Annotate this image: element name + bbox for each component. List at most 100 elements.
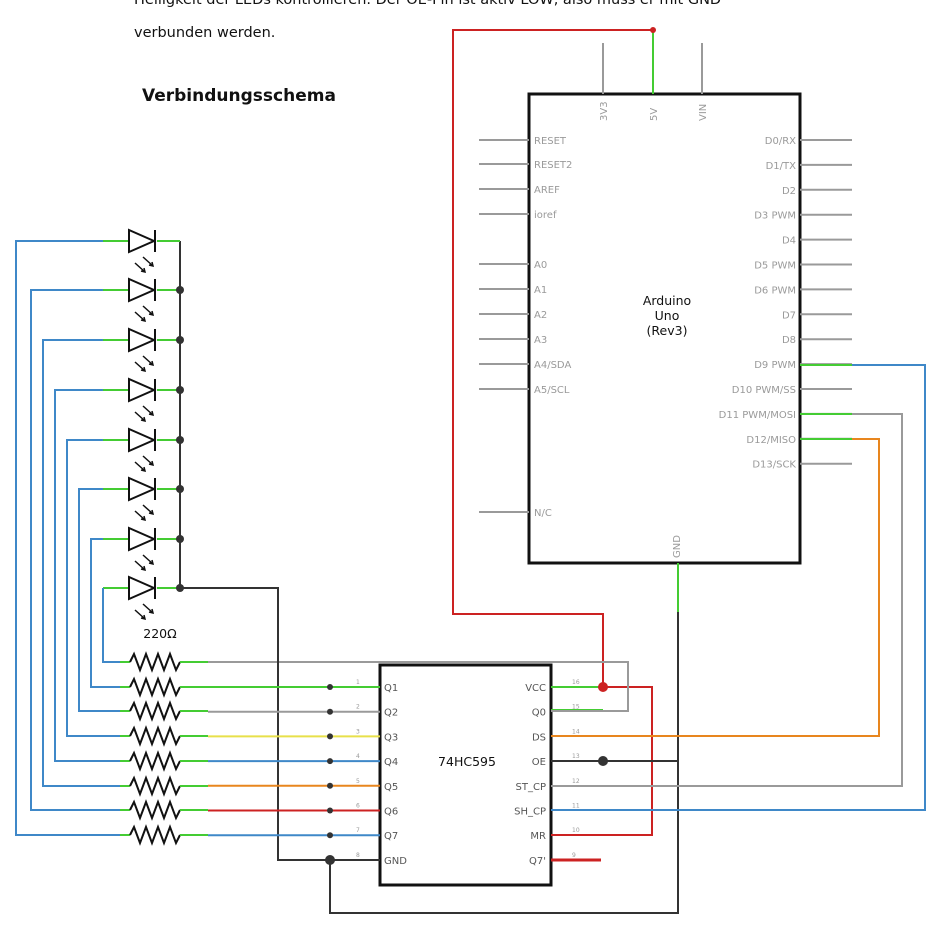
led-light-arrows bbox=[134, 256, 155, 274]
arduino-pin-label-a5-scl: A5/SCL bbox=[534, 385, 570, 396]
arduino-pin-label-5v: 5V bbox=[649, 108, 660, 121]
arduino-pin-label-d9-pwm: D9 PWM bbox=[754, 360, 796, 371]
led-symbol bbox=[128, 526, 157, 552]
junction-oe bbox=[598, 756, 608, 766]
arduino-pin-label-d13-sck: D13/SCK bbox=[752, 460, 796, 471]
shift-pin-label-q7-: Q7' bbox=[529, 856, 546, 867]
arduino-pin-label-d10-pwm-ss: D10 PWM/SS bbox=[732, 385, 796, 396]
junction-led-ground bbox=[176, 286, 184, 294]
shift-pin-number: 7 bbox=[356, 827, 360, 834]
shift-pin-label-q0: Q0 bbox=[532, 708, 546, 719]
shift-pin-number: 8 bbox=[356, 852, 360, 859]
shift-pin-number: 11 bbox=[572, 803, 580, 810]
junction-q2 bbox=[327, 708, 333, 715]
arduino-pin-label-3v3: 3V3 bbox=[599, 101, 610, 121]
shift-pin-number: 1 bbox=[356, 679, 360, 686]
arduino-name-line-3: (Rev3) bbox=[647, 323, 688, 338]
led-symbol bbox=[128, 228, 157, 254]
led-light-arrows bbox=[134, 405, 155, 423]
shift-pin-number: 5 bbox=[356, 778, 360, 785]
arduino-pin-label-vin: VIN bbox=[698, 104, 709, 121]
arduino-pin-label-d12-miso: D12/MISO bbox=[746, 435, 796, 446]
resistor-symbol bbox=[129, 799, 181, 821]
resistor-symbol bbox=[129, 700, 181, 722]
arduino-pin-label-n-c: N/C bbox=[534, 508, 552, 519]
arduino-pin-label-d1-tx: D1/TX bbox=[766, 161, 797, 172]
led-light-arrows bbox=[134, 355, 155, 373]
junction-led-ground bbox=[176, 485, 184, 493]
arduino-pin-label-a1: A1 bbox=[534, 285, 547, 296]
arduino-pin-label-d8: D8 bbox=[782, 335, 796, 346]
led-light-arrows bbox=[134, 554, 155, 572]
junction-led-ground bbox=[176, 336, 184, 344]
arduino-pin-label-a4-sda: A4/SDA bbox=[534, 360, 571, 371]
shift-pin-label-q6: Q6 bbox=[384, 807, 398, 818]
arduino-pin-label-d4: D4 bbox=[782, 236, 796, 247]
arduino-pin-label-d0-rx: D0/RX bbox=[765, 136, 796, 147]
section-heading: Verbindungsschema bbox=[142, 86, 336, 106]
shift-pin-label-ds: DS bbox=[532, 732, 546, 743]
junction-5v bbox=[650, 27, 656, 33]
led-light-arrows bbox=[134, 455, 155, 473]
arduino-pin-label-d6-pwm: D6 PWM bbox=[754, 285, 796, 296]
wire-gnd-black bbox=[329, 563, 679, 914]
shift-pin-number: 6 bbox=[356, 803, 360, 810]
resistor-symbol bbox=[129, 651, 181, 673]
led-symbol bbox=[128, 377, 157, 403]
shift-register-name: 74HC595 bbox=[438, 754, 496, 769]
shift-pin-label-q1: Q1 bbox=[384, 683, 398, 694]
wire-led-resistor-5 bbox=[66, 439, 120, 737]
shift-pin-number: 3 bbox=[356, 728, 360, 735]
arduino-pin-label-d7: D7 bbox=[782, 310, 796, 321]
wire-led-resistor-6 bbox=[78, 488, 120, 712]
shift-pin-number: 14 bbox=[572, 728, 580, 735]
junction-q1 bbox=[327, 684, 333, 690]
junction-q3 bbox=[327, 733, 333, 740]
arduino-pin-label-a2: A2 bbox=[534, 310, 547, 321]
shift-pin-number: 4 bbox=[356, 753, 360, 760]
junction-led-ground bbox=[176, 535, 184, 543]
junction-vcc bbox=[598, 682, 608, 692]
arduino-pin-label-ioref: ioref bbox=[534, 210, 557, 221]
resistor-symbol bbox=[129, 725, 181, 747]
arduino-pin-label-d2: D2 bbox=[782, 186, 796, 197]
arduino-pin-label-reset: RESET bbox=[534, 136, 567, 147]
shift-pin-label-oe: OE bbox=[532, 757, 546, 768]
wire-led-resistor-1 bbox=[15, 240, 120, 836]
led-light-arrows bbox=[134, 603, 155, 621]
shift-pin-number: 12 bbox=[572, 778, 580, 785]
arduino-pin-label-reset2: RESET2 bbox=[534, 160, 572, 171]
junction-q5 bbox=[327, 782, 333, 789]
intro-line-2: verbunden werden. bbox=[134, 25, 276, 41]
shift-pin-label-q7: Q7 bbox=[384, 831, 398, 842]
shift-pin-label-q3: Q3 bbox=[384, 732, 398, 743]
arduino-pin-label-a0: A0 bbox=[534, 260, 547, 271]
wire-led-ground-rail bbox=[179, 241, 380, 861]
shift-pin-number: 15 bbox=[572, 704, 580, 711]
resistor-symbol bbox=[129, 750, 181, 772]
led-symbol bbox=[128, 476, 157, 502]
resistor-symbol bbox=[129, 824, 181, 846]
junction-led-ground bbox=[176, 436, 184, 444]
led-symbol bbox=[128, 427, 157, 453]
led-symbol bbox=[128, 575, 157, 601]
wire-d9-shcp bbox=[551, 364, 926, 811]
shift-pin-label-q5: Q5 bbox=[384, 782, 398, 793]
wire-led-resistor-7 bbox=[90, 538, 120, 688]
arduino-board bbox=[527, 92, 802, 565]
wire-led-resistor-3 bbox=[42, 339, 120, 787]
shift-pin-label-mr: MR bbox=[530, 831, 546, 842]
arduino-pin-label-d5-pwm: D5 PWM bbox=[754, 261, 796, 272]
junction-q6 bbox=[327, 807, 333, 814]
junction-led-ground bbox=[176, 386, 184, 394]
led-light-arrows bbox=[134, 305, 155, 323]
junction-led-ground bbox=[176, 584, 184, 592]
junction-gnd-chip bbox=[325, 855, 335, 865]
shift-pin-number: 13 bbox=[572, 753, 580, 760]
shift-pin-number: 2 bbox=[356, 704, 360, 711]
resistor-symbol bbox=[129, 676, 181, 698]
shift-pin-label-gnd: GND bbox=[384, 856, 407, 867]
led-symbol bbox=[128, 327, 157, 353]
wire-led-resistor-8 bbox=[102, 588, 120, 663]
